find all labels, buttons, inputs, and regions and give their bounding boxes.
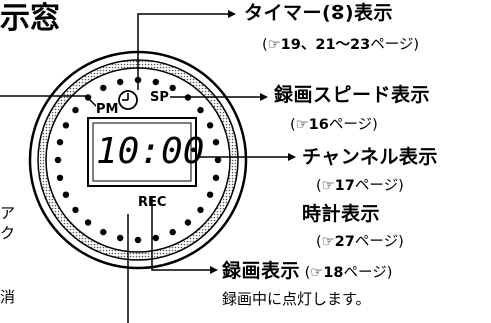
led-dot [72, 206, 79, 214]
led-dot [214, 156, 222, 164]
led-dot [206, 122, 214, 129]
led-dot [212, 139, 220, 146]
rec-callout-label: 録画表示 [222, 260, 301, 282]
led-dot [62, 122, 70, 129]
time-readout: 10:00 [96, 131, 205, 172]
rec-indicator: REC [138, 195, 167, 210]
pointing-hand-icon: ☞ [295, 117, 309, 133]
led-dot [117, 78, 124, 86]
lcd-screen [92, 122, 192, 182]
led-dot [134, 236, 142, 244]
led-dot [72, 106, 79, 114]
led-dots [54, 76, 222, 244]
clock-callout-ref: (☞27ページ) [316, 234, 404, 250]
pointing-hand-icon: ☞ [321, 234, 335, 250]
timer-clock-icon [118, 90, 138, 110]
led-dot [206, 191, 214, 198]
leader-lines [0, 13, 290, 323]
left-edge-fragment-1: ア [0, 204, 16, 222]
rec-callout-ref: (☞18ページ) [304, 265, 393, 281]
led-dot [212, 174, 220, 181]
pointing-hand-icon: ☞ [321, 178, 335, 194]
led-dot [56, 174, 64, 181]
speed-indicator: SP [150, 90, 169, 105]
led-dot [56, 139, 64, 146]
clock-callout-label: 時計表示 [302, 203, 381, 225]
speed-callout-ref: (☞16ページ) [290, 117, 378, 133]
led-dot [100, 228, 107, 236]
pointing-hand-icon: ☞ [310, 265, 324, 281]
led-dot [197, 206, 204, 214]
rec-callout-row: 録画表示 (☞18ページ) [222, 262, 392, 281]
pointing-hand-icon: ☞ [267, 37, 281, 53]
channel-callout-label: チャンネル表示 [302, 146, 438, 168]
led-dot [169, 84, 176, 92]
arrowheads [210, 10, 296, 274]
led-dot [152, 78, 159, 86]
led-dot [184, 219, 192, 226]
left-edge-fragment-2: ク [0, 224, 16, 242]
channel-callout-ref: (☞17ページ) [316, 178, 404, 194]
led-dot [169, 228, 176, 236]
led-dot [54, 156, 62, 164]
led-dot [62, 191, 70, 198]
led-dot [84, 219, 92, 226]
timer-callout-label: タイマー(ⵓ)表示 [244, 2, 394, 24]
speed-callout-label: 録画スピード表示 [274, 84, 431, 106]
section-heading-fragment: 示窓 [0, 1, 60, 36]
led-dot [197, 106, 204, 114]
timer-callout-ref: (☞19、21～23ページ) [262, 37, 420, 53]
led-dot [152, 234, 159, 242]
left-edge-fragment-3: 消 [0, 288, 16, 306]
rec-callout-description: 録画中に点灯します。 [222, 290, 371, 308]
led-dot [117, 234, 124, 242]
pm-indicator: PM [96, 102, 119, 117]
led-dot [100, 84, 107, 92]
